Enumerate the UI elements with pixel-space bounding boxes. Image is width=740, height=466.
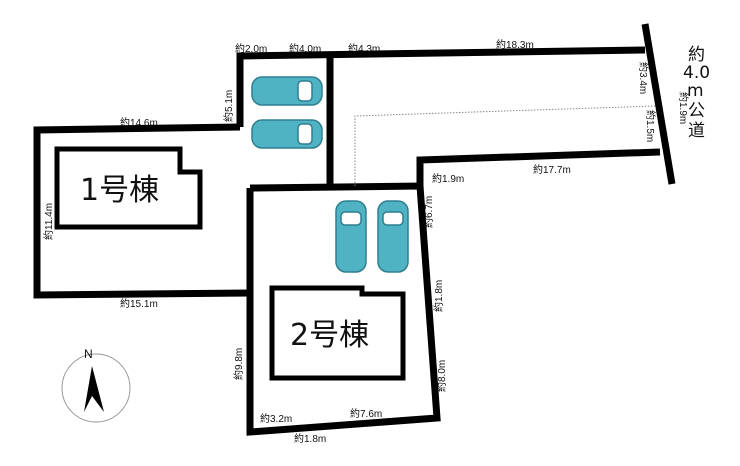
road-label-line: 4.0 xyxy=(683,63,710,83)
dimension-label: 約1.9m xyxy=(432,172,464,185)
road-label: 約 4.0 m 公 道 xyxy=(683,45,710,141)
dimension-labels: 約2.0m 約4.0m 約4.3m 約18.3m 約3.4m 約1.9m 約1.… xyxy=(42,38,690,445)
dimension-label: 約17.7m xyxy=(533,163,571,176)
dimension-label: 約1.8m xyxy=(432,280,445,312)
dimension-label: 約3.2m xyxy=(260,412,292,425)
flagpole-boundary xyxy=(416,148,661,188)
building-1-outline xyxy=(54,146,203,230)
road-label-line: m xyxy=(687,81,704,101)
dimension-label: 約5.1m xyxy=(222,90,235,122)
dimension-label: 約4.0m xyxy=(289,42,321,55)
dimension-label: 約2.0m xyxy=(235,42,267,55)
compass: N xyxy=(61,347,131,423)
dimension-label: 約1.5m xyxy=(644,110,657,142)
car-icon xyxy=(377,200,409,273)
compass-north-label: N xyxy=(84,347,93,361)
dimension-label: 約14.6m xyxy=(120,116,158,129)
dimension-label: 約1.8m xyxy=(294,432,326,445)
road-label-line: 公 xyxy=(688,101,705,121)
car-icon xyxy=(251,119,323,149)
dimension-label: 約7.6m xyxy=(350,407,382,420)
car-icons xyxy=(251,76,409,273)
road-edge xyxy=(641,23,676,185)
dimension-label: 約3.4m xyxy=(637,62,650,94)
dimension-label: 約4.3m xyxy=(348,42,380,55)
north-arrow-icon xyxy=(84,366,104,412)
building-2-label: 2号棟 xyxy=(290,318,369,353)
dimension-label: 約8.0m xyxy=(435,360,448,392)
lot-boundary-top xyxy=(236,46,646,127)
building-2-outline xyxy=(269,285,406,381)
dimension-label: 約15.1m xyxy=(120,297,158,310)
road-label-line: 道 xyxy=(688,121,705,141)
dotted-boundary xyxy=(354,105,656,186)
dimension-label: 約11.4m xyxy=(42,203,55,240)
road-label-line: 約 xyxy=(688,45,705,65)
dimension-label: 約18.3m xyxy=(496,38,534,51)
dimension-label: 約1.9m xyxy=(677,92,690,124)
dimension-label: 約9.8m xyxy=(232,348,245,380)
building-1-label: 1号棟 xyxy=(80,173,159,208)
car-icon xyxy=(335,200,367,273)
lot1-boundary xyxy=(33,123,251,299)
car-icon xyxy=(251,76,323,106)
lot2-boundary xyxy=(246,182,441,436)
dimension-label: 約6.7m xyxy=(422,196,435,228)
